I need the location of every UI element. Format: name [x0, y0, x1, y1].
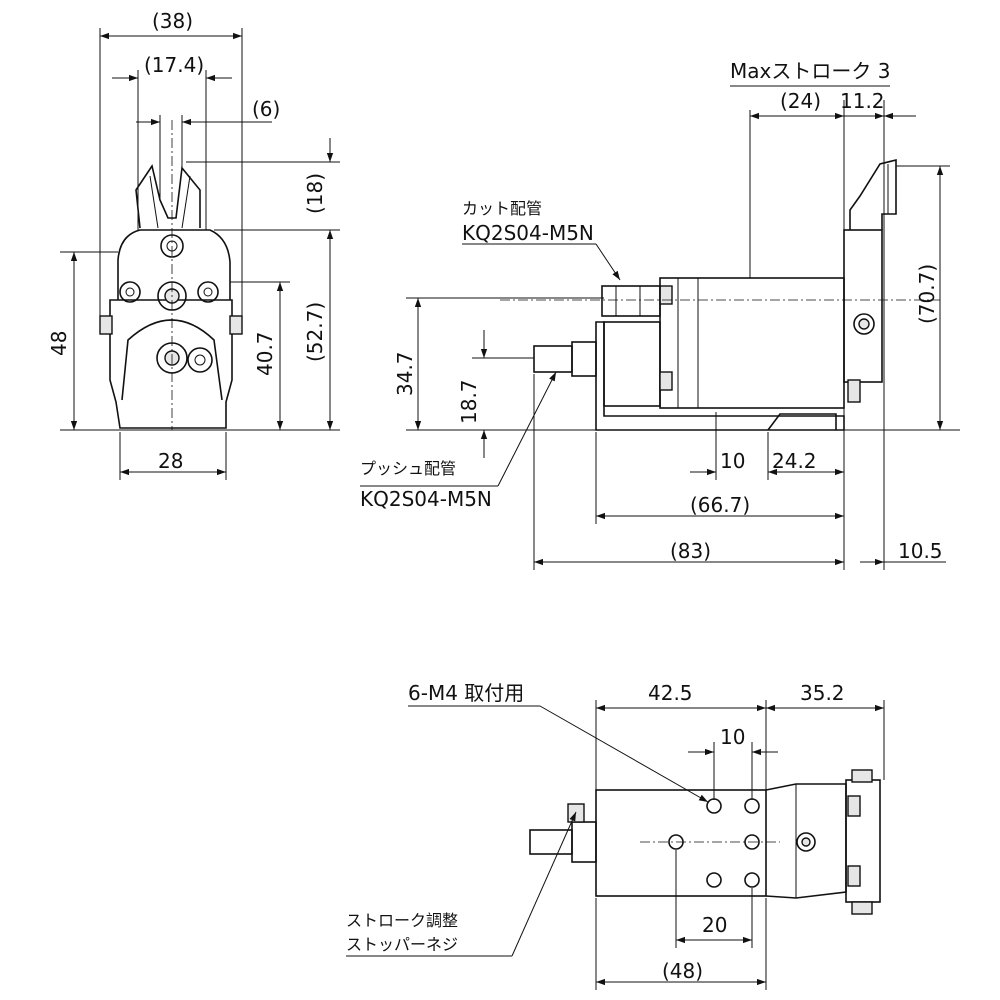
dim-side-83: (83) — [670, 539, 711, 563]
dim-top-42-5: 42.5 — [648, 681, 693, 705]
dim-side-18-7: 18.7 — [457, 379, 481, 424]
dim-front-28: 28 — [158, 449, 183, 473]
dim-side-70-7: (70.7) — [915, 264, 939, 324]
dim-side-24: (24) — [780, 89, 821, 113]
dim-front-52-7: (52.7) — [303, 302, 327, 362]
dim-top-20: 20 — [702, 913, 727, 937]
dim-top-48: (48) — [662, 959, 703, 983]
callout-push-port-part: KQ2S04-M5N — [360, 487, 492, 511]
dim-side-max-stroke: Maxストローク 3 — [730, 59, 890, 83]
top-dimensions — [346, 700, 885, 990]
dim-top-10: 10 — [720, 725, 745, 749]
dim-side-24-2: 24.2 — [772, 449, 817, 473]
dim-side-10: 10 — [720, 449, 745, 473]
callout-cut-port-part: KQ2S04-M5N — [462, 221, 594, 245]
dim-top-35-2: 35.2 — [800, 681, 845, 705]
dim-front-17-4: (17.4) — [144, 53, 204, 77]
dim-front-18: (18) — [303, 173, 327, 214]
dim-side-34-7: 34.7 — [393, 351, 417, 396]
callout-stroke-adjust-2: ストッパーネジ — [346, 935, 458, 954]
side-view — [500, 158, 940, 431]
callout-stroke-adjust-1: ストローク調整 — [346, 911, 458, 930]
callout-push-port-title: プッシュ配管 — [360, 459, 456, 478]
callout-cut-port-title: カット配管 — [462, 199, 542, 218]
dim-front-40-7: 40.7 — [253, 331, 277, 376]
front-view — [99, 120, 243, 430]
dim-side-11-2: 11.2 — [840, 89, 885, 113]
dim-side-10-5: 10.5 — [898, 539, 943, 563]
dim-front-6: (6) — [252, 97, 280, 121]
dim-front-48: 48 — [47, 331, 71, 356]
top-view — [529, 769, 881, 915]
dim-side-66-7: (66.7) — [690, 493, 750, 517]
dim-front-38: (38) — [152, 9, 193, 33]
callout-mount-holes: 6-M4 取付用 — [408, 681, 524, 705]
side-dimensions — [360, 85, 960, 570]
front-dimensions — [60, 28, 340, 480]
